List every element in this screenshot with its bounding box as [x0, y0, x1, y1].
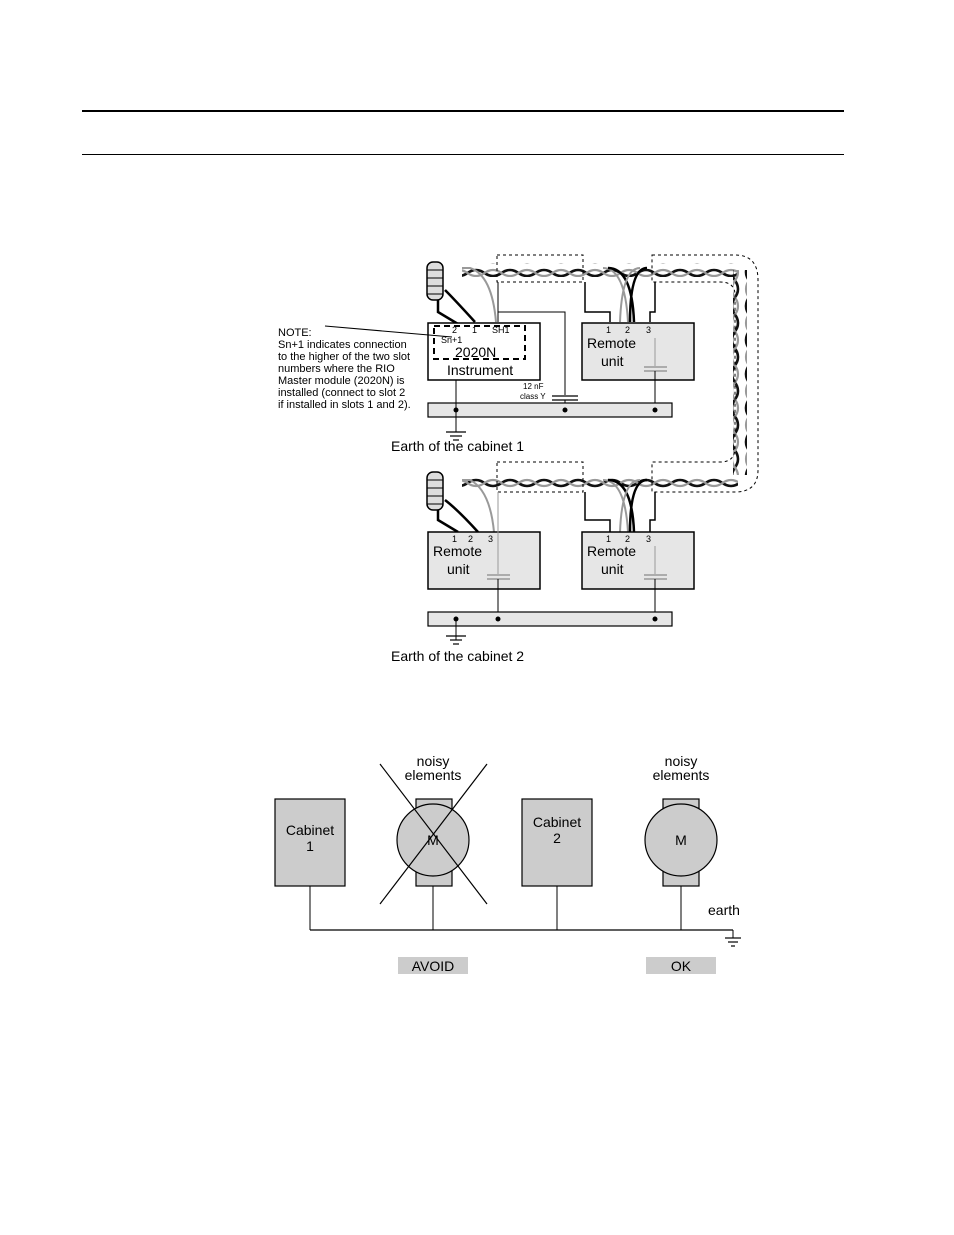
remote-unit-box	[427, 531, 541, 590]
cabinet-1-label: Earth of the cabinet 1	[391, 438, 524, 454]
remote-pin-3: 3	[646, 534, 651, 544]
instrument-box	[427, 322, 541, 381]
capacitor-value: 12 nF	[523, 382, 544, 391]
remote-pin-1: 1	[452, 534, 457, 544]
note-title: NOTE:	[278, 327, 312, 339]
header-rule-bottom	[82, 154, 844, 155]
note-line: numbers where the RIO	[278, 363, 395, 375]
avoid-label: AVOID	[412, 958, 455, 974]
remote-unit-label: Remote	[433, 543, 482, 559]
remote-unit-label: unit	[601, 561, 624, 577]
remote-unit-box	[581, 531, 695, 590]
remote-unit-label: Remote	[587, 335, 636, 351]
note-line: Master module (2020N) is	[278, 375, 405, 387]
cabinet-2-box	[521, 798, 593, 887]
ferrite-core-icon	[426, 471, 444, 511]
ground-icon	[446, 431, 466, 441]
cabinet-2-number: 2	[553, 830, 561, 846]
remote-unit-label: Remote	[587, 543, 636, 559]
remote-unit-box	[581, 322, 695, 381]
ground-icon	[725, 937, 741, 947]
cabinet-2-label: Cabinet	[533, 814, 581, 830]
instrument-pin-2: 2	[452, 325, 457, 335]
capacitor-class: class Y	[520, 392, 546, 401]
avoid-badge	[398, 957, 468, 974]
twisted-cable-vertical	[733, 270, 747, 475]
earth-bar-1	[427, 402, 673, 418]
remote-pin-2: 2	[625, 534, 630, 544]
ferrite-core-icon	[426, 261, 444, 301]
note-line: Sn+1 indicates connection	[278, 339, 407, 351]
remote-unit-label: unit	[447, 561, 470, 577]
instrument-pin-sh1: SH1	[492, 325, 510, 335]
remote-pin-2: 2	[468, 534, 473, 544]
cabinet-1-box	[274, 798, 346, 887]
note-line: installed (connect to slot 2	[278, 387, 405, 399]
remote-unit-label: unit	[601, 353, 624, 369]
earth-bar-2	[427, 611, 673, 627]
slot-label: Sn+1	[441, 335, 462, 345]
noisy-label: noisy	[417, 753, 450, 769]
cross-icon	[379, 763, 488, 905]
cabinet-1-number: 1	[306, 838, 314, 854]
motor-label: M	[427, 832, 439, 848]
twisted-cable-top-1	[462, 263, 738, 277]
noisy-label: elements	[653, 767, 710, 783]
instrument-name: Instrument	[447, 362, 513, 378]
ground-icon	[446, 635, 466, 645]
note-line: if installed in slots 1 and 2).	[278, 399, 411, 411]
remote-pin-3: 3	[488, 534, 493, 544]
remote-pin-3: 3	[646, 325, 651, 335]
ok-label: OK	[671, 958, 692, 974]
remote-pin-1: 1	[606, 534, 611, 544]
note-line: to the higher of the two slot	[278, 351, 410, 363]
slot-dashed-outline	[433, 325, 526, 360]
noisy-label: noisy	[665, 753, 698, 769]
instrument-pin-1: 1	[472, 325, 477, 335]
instrument-model: 2020N	[455, 344, 496, 360]
cabinet-1-label: Cabinet	[286, 822, 334, 838]
noisy-label: elements	[405, 767, 462, 783]
ok-badge	[646, 957, 716, 974]
twisted-cable-top-2	[462, 475, 738, 489]
remote-pin-1: 1	[606, 325, 611, 335]
cabinet-2-label: Earth of the cabinet 2	[391, 648, 524, 664]
header-rule-top	[82, 110, 844, 112]
motor-label: M	[675, 832, 687, 848]
motor-icon	[644, 803, 718, 877]
remote-pin-2: 2	[625, 325, 630, 335]
earth-label: earth	[708, 902, 740, 918]
